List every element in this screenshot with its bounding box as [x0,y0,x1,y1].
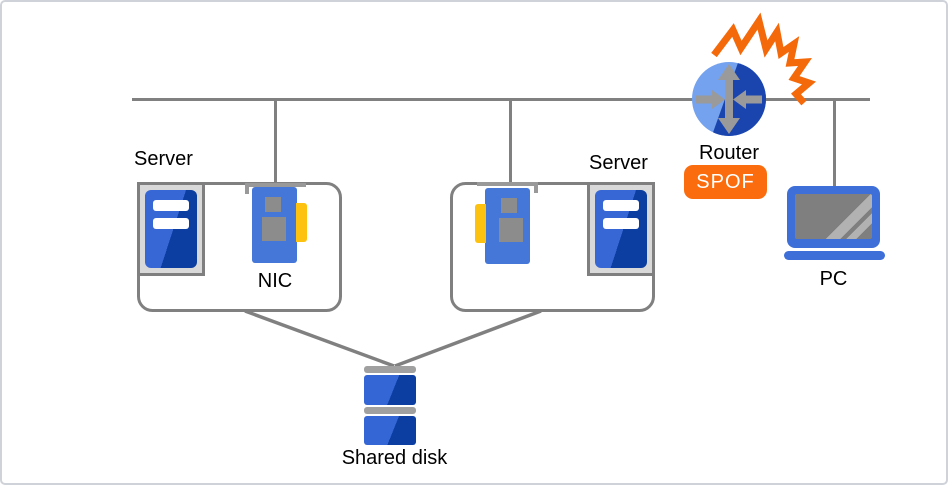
router-arrow-left-icon [733,90,746,109]
nic-bracket [245,183,249,194]
server-slot [153,200,189,211]
spof-badge-label: SPOF [696,170,755,193]
router-arrow-down-icon [718,118,740,134]
nic-edge-connector [296,203,307,242]
nic-chip [501,198,517,213]
link-left-box-to-disk [244,309,395,368]
server-tower [145,190,197,268]
disk-cap [364,366,416,373]
nic-chip [265,197,281,212]
pc-laptop-screen [795,194,872,239]
shared-disk-icon [364,375,416,405]
server-tower [595,190,647,268]
pc-laptop-base [784,251,885,260]
disk-cap [364,407,416,414]
nic-label: NIC [257,270,293,292]
link-right-box-to-disk [394,309,542,368]
nic-chip [499,218,523,242]
router-arrow-up-icon [718,64,740,80]
nic-bracket [534,182,538,193]
nic-chip [262,217,286,241]
server-icon-right [587,182,655,276]
server-icon-left [137,182,205,276]
shared-disk-icon [364,416,416,445]
nic-bracket [477,182,538,186]
router-label: Router [698,142,760,164]
router-arrow-right-icon [712,90,725,109]
router-icon [692,62,766,136]
nic-edge-connector [475,204,486,243]
spof-badge: SPOF [684,165,767,199]
explosion-icon [711,12,817,106]
nic-bracket [245,183,306,187]
router-arrows [696,64,762,134]
server-left-label: Server [134,148,193,170]
server-slot [603,200,639,211]
shared-disk-label: Shared disk [341,447,448,469]
pc-label: PC [819,268,848,290]
server-right-label: Server [589,152,648,174]
server-slot [153,218,189,229]
server-slot [603,218,639,229]
